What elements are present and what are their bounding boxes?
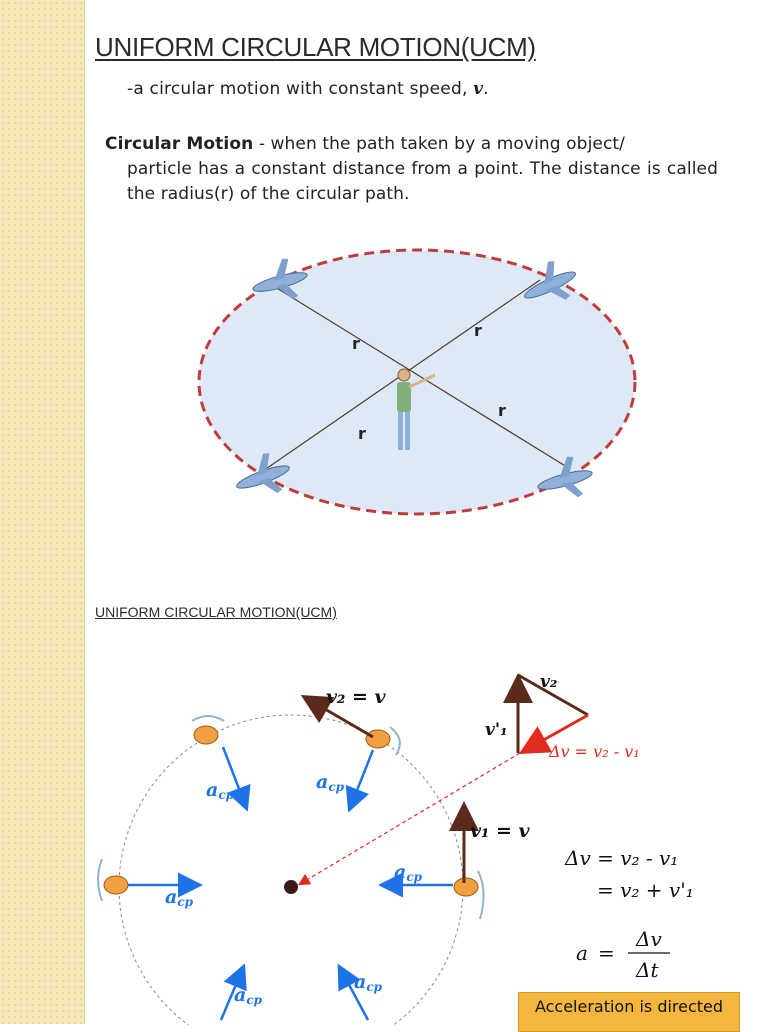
v1-prime-label: v'₁ xyxy=(485,720,508,740)
circular-motion-paragraph: Circular Motion - when the path taken by… xyxy=(105,132,718,207)
decorative-sidebar xyxy=(0,0,84,1024)
radius-label: r xyxy=(358,424,366,443)
person-icon xyxy=(397,368,436,450)
accel-denominator: Δt xyxy=(635,958,659,982)
acp-arrow xyxy=(221,746,251,812)
acp-label: acp xyxy=(354,971,383,994)
acp-arrow xyxy=(345,749,375,813)
acp-arrow xyxy=(337,963,370,1021)
definition-period: . xyxy=(483,79,489,99)
acp-label: acp xyxy=(394,861,423,884)
delta-v-vector xyxy=(518,713,589,754)
velocity-v2-arrow xyxy=(300,694,374,739)
airplane-icon xyxy=(523,260,577,300)
center-point xyxy=(284,880,298,894)
circular-path-border xyxy=(197,248,637,516)
term-description-body: particle has a constant distance from a … xyxy=(127,159,718,204)
v2-vector xyxy=(517,673,589,717)
v2-equals-v-label: v₂ = v xyxy=(326,686,387,708)
v1-equals-v-label: v₁ = v xyxy=(470,820,531,842)
airplane-icon xyxy=(191,715,225,745)
sidebar-divider xyxy=(84,0,85,1024)
radius-label: r xyxy=(352,334,360,353)
airplane-icon xyxy=(537,456,593,498)
speed-symbol: v xyxy=(473,79,484,99)
delta-v-equation-line2: = v₂ + v'₁ xyxy=(597,878,694,902)
term-circular-motion: Circular Motion xyxy=(105,134,254,154)
airplane-icon xyxy=(453,870,485,920)
delta-v-equation-line1: Δv = v₂ - v₁ xyxy=(564,846,678,870)
airplane-icon xyxy=(236,453,290,494)
radius-line-a xyxy=(274,286,568,468)
acp-label: acp xyxy=(316,771,345,794)
accel-equals: = xyxy=(598,941,615,965)
slide2-subtitle: UNIFORM CIRCULAR MOTION(UCM) xyxy=(95,604,337,620)
delta-v-direction-line xyxy=(297,752,521,886)
acp-label: acp xyxy=(165,886,194,909)
centripetal-acceleration-diagram: acp acp acp acp acp acp v₂ = v v₁ = v v₂… xyxy=(97,672,694,1025)
definition-text: -a circular motion with constant speed, xyxy=(127,79,474,99)
accel-symbol: a xyxy=(576,941,588,965)
acp-arrow xyxy=(219,963,247,1021)
airplane-icon xyxy=(97,858,129,902)
accel-numerator: Δv xyxy=(635,927,662,951)
term-description-start: - when the path taken by a moving object… xyxy=(253,134,625,154)
slide-title: UNIFORM CIRCULAR MOTION(UCM) xyxy=(95,32,536,62)
airplane-icon xyxy=(365,726,401,756)
ucm-definition: -a circular motion with constant speed, … xyxy=(127,79,489,99)
v2-vector-label: v₂ xyxy=(540,672,557,692)
radius-label: r xyxy=(474,321,482,340)
acp-label: acp xyxy=(206,779,235,802)
acp-label: acp xyxy=(234,984,263,1007)
delta-v-label: Δv = v₂ - v₁ xyxy=(548,742,640,761)
circular-path-diagram: r r r r xyxy=(197,248,637,516)
airplane-icon xyxy=(252,258,308,300)
acceleration-note: Acceleration is directed xyxy=(518,992,740,1032)
radius-label: r xyxy=(498,401,506,420)
